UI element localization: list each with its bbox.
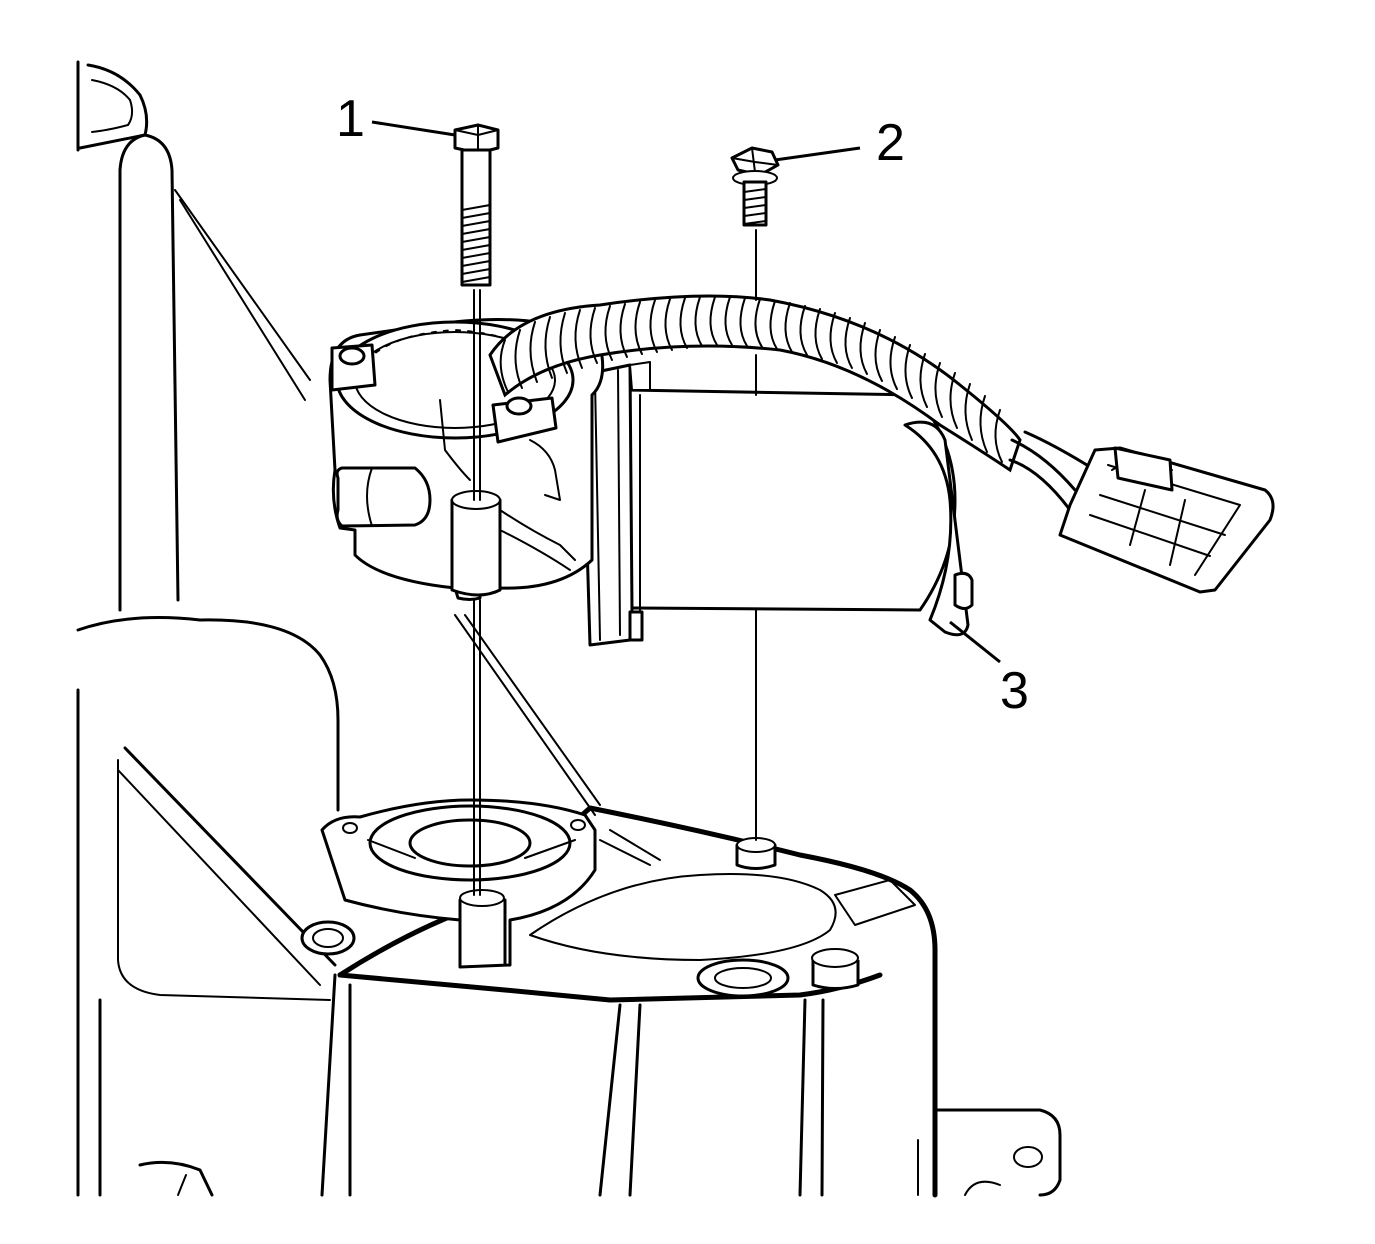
bolt-1-long [453,123,500,287]
alignment-lines [473,229,757,896]
bolt-2-short [730,146,780,227]
callout-1: 1 [336,90,365,148]
encoder-motor-actuator [328,318,974,647]
transfer-case-housing [76,60,340,1197]
actuator-mounting-pad [300,614,1062,1198]
callout-2: 2 [876,114,905,172]
leader-lines [371,120,1001,664]
wiring-harness [488,294,1275,594]
callout-3: 3 [1000,662,1029,720]
gear-ring-ticks [359,329,551,371]
